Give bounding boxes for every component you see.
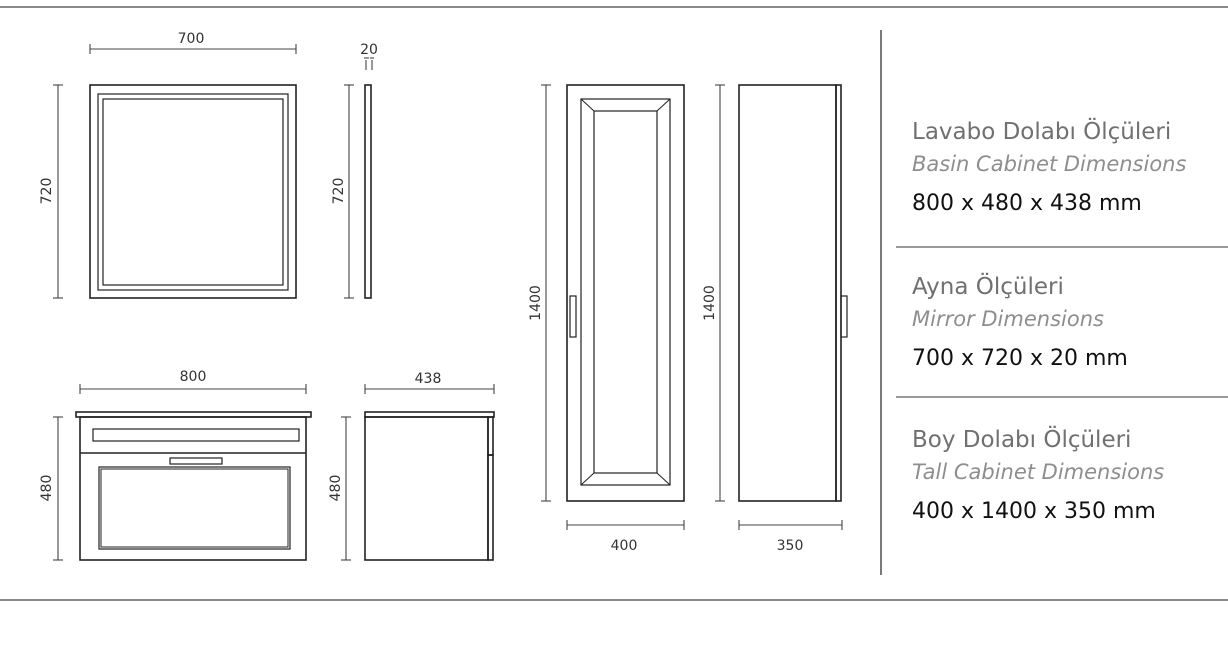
dim-basin-side-height: 480 xyxy=(328,475,344,502)
dim-basin-width: 800 xyxy=(180,369,207,385)
tall-cabinet-front xyxy=(566,84,685,502)
spec-mirror-title-en: Mirror Dimensions xyxy=(912,307,1104,331)
spec-divider xyxy=(896,246,1228,248)
technical-drawing: 700 720 20 720 800 480 438 480 1400 1400… xyxy=(39,31,848,561)
dim-tall-width: 400 xyxy=(611,538,638,554)
top-rule xyxy=(0,6,1228,8)
dim-mirror-side-height: 720 xyxy=(331,178,347,205)
spec-tall: Boy Dolabı Ölçüleri Tall Cabinet Dimensi… xyxy=(912,424,1164,530)
dim-tall-side-height: 1400 xyxy=(702,285,718,321)
spec-mirror-size: 700 x 720 x 20 mm xyxy=(912,346,1128,371)
spec-basin-title-tr: Lavabo Dolabı Ölçüleri xyxy=(912,119,1172,145)
spec-divider xyxy=(896,396,1228,398)
dim-tall-height: 1400 xyxy=(528,285,544,321)
spec-mirror: Ayna Ölçüleri Mirror Dimensions 700 x 72… xyxy=(912,271,1128,377)
spec-mirror-title-tr: Ayna Ölçüleri xyxy=(912,274,1064,300)
dim-mirror-height: 720 xyxy=(39,178,55,205)
spec-tall-title-en: Tall Cabinet Dimensions xyxy=(912,460,1165,484)
dim-mirror-width: 700 xyxy=(178,31,205,47)
spec-basin-size: 800 x 480 x 438 mm xyxy=(912,191,1142,216)
basin-cabinet-front xyxy=(75,411,312,561)
spec-tall-title-tr: Boy Dolabı Ölçüleri xyxy=(912,427,1132,453)
spec-tall-size: 400 x 1400 x 350 mm xyxy=(912,499,1156,524)
dim-basin-height: 480 xyxy=(39,475,55,502)
bottom-rule xyxy=(0,599,1228,601)
dim-tall-depth: 350 xyxy=(777,538,804,554)
dim-mirror-depth: 20 xyxy=(360,42,378,58)
spec-basin: Lavabo Dolabı Ölçüleri Basin Cabinet Dim… xyxy=(912,116,1186,222)
tall-cabinet-side xyxy=(738,84,848,502)
mirror-front xyxy=(89,84,297,299)
spec-panel: Lavabo Dolabı Ölçüleri Basin Cabinet Dim… xyxy=(880,30,1228,575)
spec-basin-title-en: Basin Cabinet Dimensions xyxy=(912,152,1187,176)
mirror-side xyxy=(364,84,372,299)
dim-basin-depth: 438 xyxy=(415,371,442,387)
basin-cabinet-side xyxy=(364,411,495,561)
